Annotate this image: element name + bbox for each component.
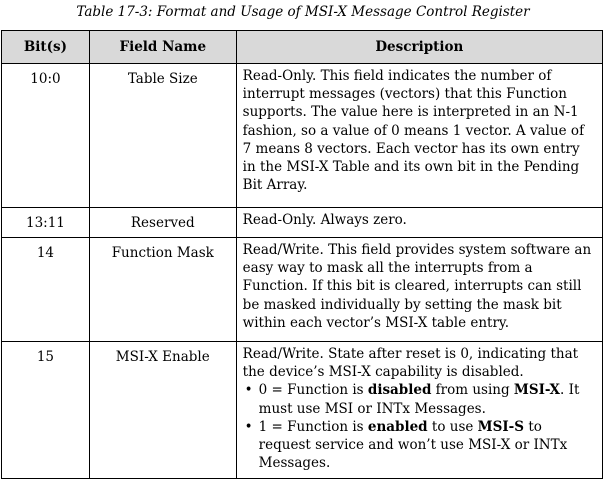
description-text: Read/Write. State after reset is 0, indi…: [242, 346, 579, 381]
description-cell: Read-Only. This field indicates the numb…: [235, 63, 604, 208]
bits-cell: 15: [1, 340, 90, 479]
header-description: Description: [235, 30, 604, 64]
description-cell: Read-Only. Always zero.: [235, 207, 604, 238]
bullet-text: from using: [431, 382, 514, 399]
list-item: • 1 = Function is enabled to use MSI-S to…: [243, 418, 596, 473]
field-name-cell: MSI-X Enable: [88, 340, 237, 479]
bullet-bold-text: MSI-X: [513, 382, 561, 399]
bits-cell: 13:11: [1, 207, 90, 238]
table-row: 10:0 Table Size Read-Only. This field in…: [1, 63, 604, 208]
table-row: 15 MSI-X Enable Read/Write. State after …: [1, 340, 604, 479]
table-row: 13:11 Reserved Read-Only. Always zero.: [1, 207, 604, 238]
bullet-text: 1 = Function is: [258, 418, 368, 435]
field-name-cell: Table Size: [88, 63, 237, 208]
field-name-cell: Reserved: [88, 207, 237, 238]
bullet-text: . It must use MSI or INTx Messages.: [258, 382, 580, 417]
header-row: Bit(s) Field Name Description: [1, 30, 604, 64]
header-field-name: Field Name: [88, 30, 237, 64]
header-bits: Bit(s): [1, 30, 90, 64]
table-caption: Table 17-3: Format and Usage of MSI-X Me…: [76, 4, 530, 20]
msix-message-control-table: Bit(s) Field Name Description 10:0 Table…: [1, 30, 604, 479]
bullet-text: to use: [427, 418, 478, 435]
bullet-icon: •: [244, 382, 253, 399]
bullet-bold-text: enabled: [367, 418, 428, 435]
bullet-bold-text: disabled: [367, 382, 432, 399]
bits-cell: 14: [1, 237, 90, 342]
bullet-list: • 0 = Function is disabled from using MSI…: [243, 381, 596, 472]
bullet-bold-text: MSI-S: [477, 418, 525, 435]
bullet-icon: •: [244, 418, 253, 435]
description-cell: Read/Write. This field provides system s…: [235, 237, 604, 342]
bullet-text: 0 = Function is: [258, 382, 368, 399]
description-cell: Read/Write. State after reset is 0, indi…: [235, 340, 604, 479]
list-item: • 0 = Function is disabled from using MSI…: [243, 381, 596, 417]
table-row: 14 Function Mask Read/Write. This field …: [1, 237, 604, 342]
field-name-cell: Function Mask: [88, 237, 237, 342]
bullet-text: to request service and won’t use MSI-X o…: [258, 418, 568, 472]
bits-cell: 10:0: [1, 63, 90, 208]
